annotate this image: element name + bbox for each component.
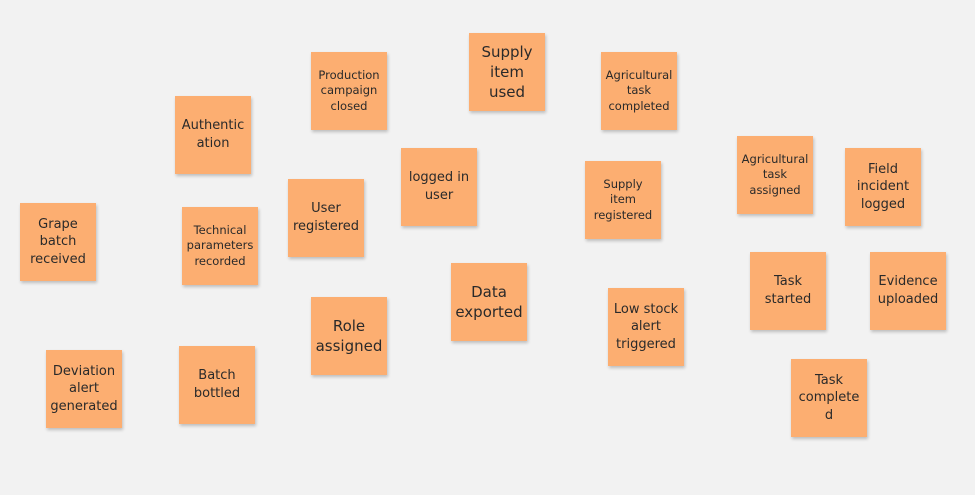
note-text: Authentic ation [181,118,245,151]
sticky-note-batch-bottled[interactable]: Batch bottled [179,346,255,424]
note-text: logged in user [408,170,470,203]
note-text: Task started [764,274,812,307]
note-text: Data exported [455,282,523,321]
note-text: Role assigned [315,316,383,355]
note-text: Agricultural task assigned [741,151,809,197]
note-text: Batch bottled [193,368,241,401]
note-text: Technical parameters recorded [186,222,254,268]
note-text: Evidence uploaded [877,274,939,307]
sticky-note-production-campaign-closed[interactable]: Production campaign closed [311,52,387,130]
sticky-note-field-incident-logged[interactable]: Field incident logged [845,148,921,226]
sticky-note-supply-item-used[interactable]: Supply item used [469,33,545,111]
sticky-note-evidence-uploaded[interactable]: Evidence uploaded [870,252,946,330]
note-text: Field incident logged [856,161,910,212]
note-text: Production campaign closed [318,67,380,113]
sticky-note-user-registered[interactable]: User registered [288,179,364,257]
sticky-note-data-exported[interactable]: Data exported [451,263,527,341]
sticky-note-agricultural-task-completed[interactable]: Agricultural task completed [601,52,677,130]
sticky-note-task-started[interactable]: Task started [750,252,826,330]
sticky-note-logged-in-user[interactable]: logged in user [401,148,477,226]
note-text: User registered [292,201,360,234]
note-text: Task completed [798,372,860,423]
sticky-note-agricultural-task-assigned[interactable]: Agricultural task assigned [737,136,813,214]
note-text: Agricultural task completed [605,67,673,113]
sticky-note-task-completed[interactable]: Task completed [791,359,867,437]
sticky-note-technical-parameters-recorded[interactable]: Technical parameters recorded [182,207,258,285]
note-text: Grape batch received [30,216,86,267]
sticky-note-low-stock-alert-triggered[interactable]: Low stock alert triggered [608,288,684,366]
note-text: Supply item registered [593,176,653,222]
note-text: Supply item used [481,42,533,102]
sticky-note-authentication[interactable]: Authentic ation [175,96,251,174]
note-text: Deviation alert generated [50,363,118,414]
sticky-note-deviation-alert-generated[interactable]: Deviation alert generated [46,350,122,428]
sticky-note-supply-item-registered[interactable]: Supply item registered [585,161,661,239]
sticky-note-role-assigned[interactable]: Role assigned [311,297,387,375]
sticky-note-grape-batch-received[interactable]: Grape batch received [20,203,96,281]
note-text: Low stock alert triggered [613,301,679,352]
